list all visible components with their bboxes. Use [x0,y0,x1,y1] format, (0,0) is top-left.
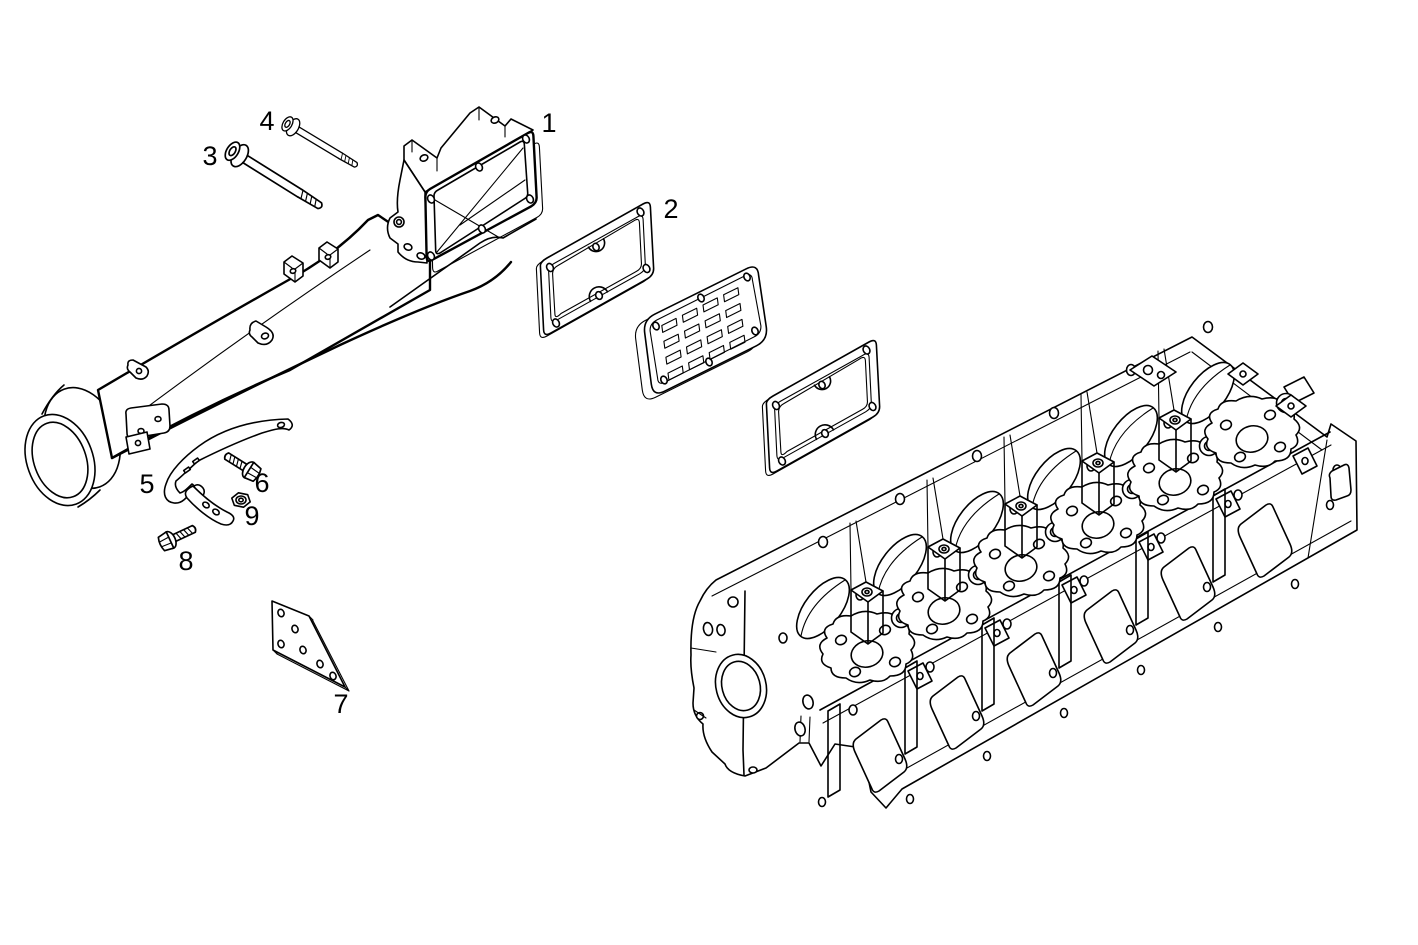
part-2-gasket [535,201,655,339]
callout-4: 4 [259,106,274,136]
part-3-bolt [220,136,329,218]
callout-1: 1 [541,108,556,138]
part-4-bolt [278,112,363,175]
callout-5: 5 [139,469,154,499]
part-5-bracket [163,418,294,526]
callout-3: 3 [202,141,217,171]
perforated-plate [634,266,768,400]
lower-gasket [761,339,881,477]
callout-8: 8 [178,546,193,576]
part-7-plate [271,600,350,692]
part-9-nut [231,491,251,509]
callout-7: 7 [333,689,348,719]
callout-9: 9 [244,501,259,531]
callout-2: 2 [663,194,678,224]
part-1-intake-manifold [24,106,544,508]
cylinder-head [690,320,1358,809]
callouts: 1 2 3 4 5 6 7 8 9 [139,106,678,719]
callout-6: 6 [254,468,269,498]
